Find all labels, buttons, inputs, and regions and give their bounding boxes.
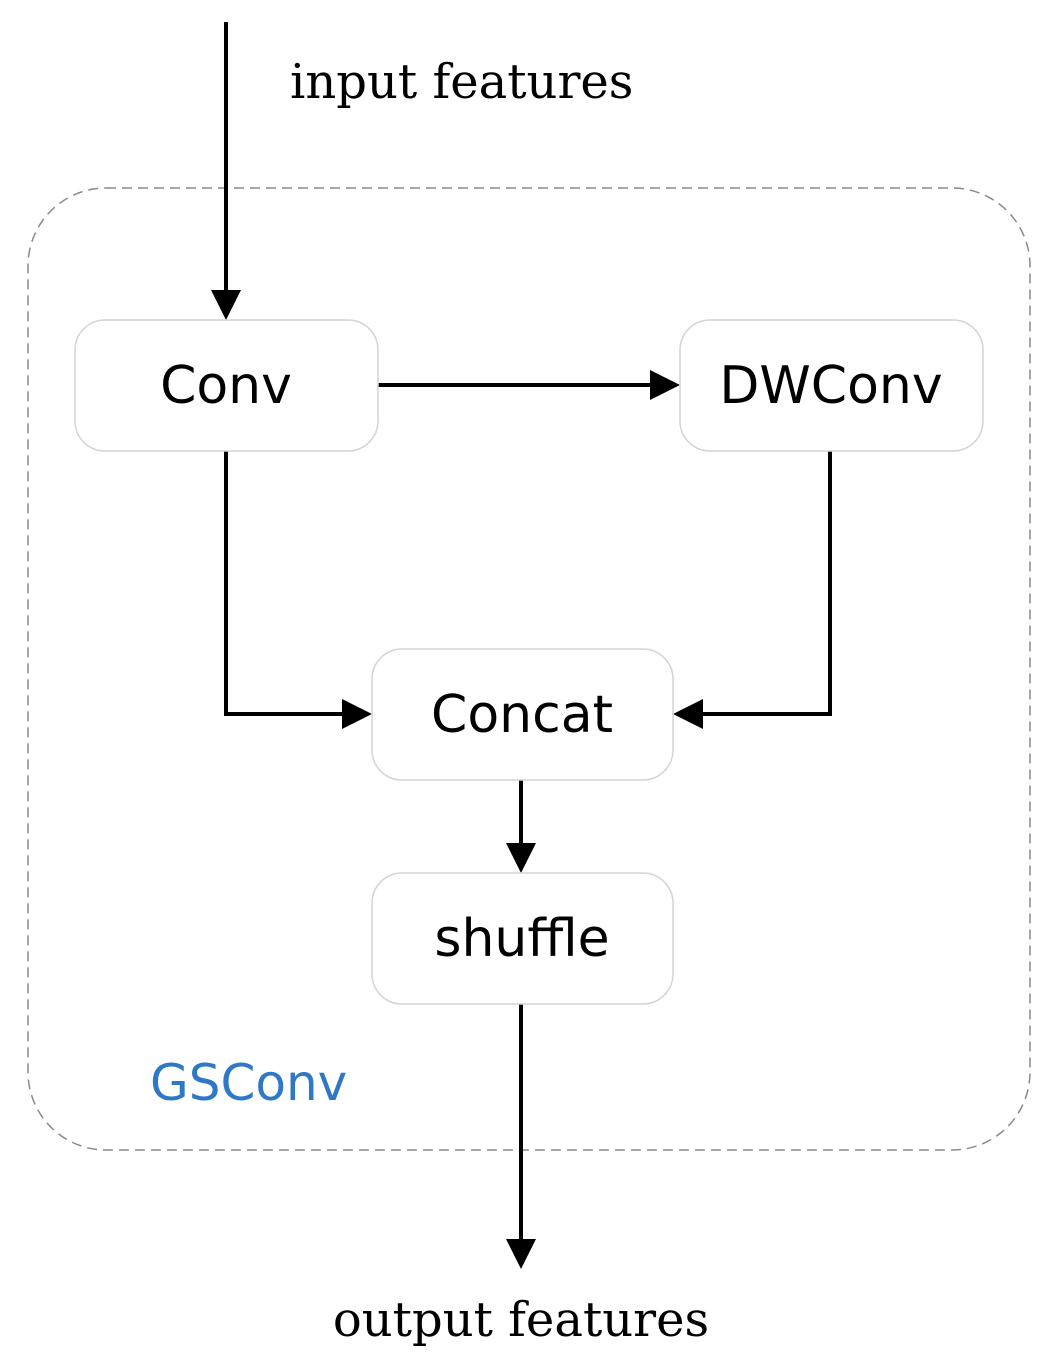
shuffle-node: shuffle (371, 872, 674, 1005)
conv-node: Conv (74, 319, 379, 452)
edge-conv-to-concat (224, 450, 372, 729)
dwconv-label: DWConv (719, 356, 942, 416)
gsconv-group-label: GSConv (150, 1054, 347, 1112)
edge-dwconv-to-concat (673, 450, 832, 729)
output-features-label: output features (333, 1292, 709, 1348)
dwconv-node: DWConv (679, 319, 984, 452)
edge-concat-to-shuffle (506, 780, 536, 873)
conv-label: Conv (160, 356, 292, 416)
input-features-label: input features (290, 54, 633, 110)
gsconv-group-boundary (27, 187, 1031, 1151)
concat-label: Concat (431, 685, 613, 745)
edge-shuffle-to-output (506, 1004, 536, 1269)
shuffle-label: shuffle (434, 909, 609, 969)
concat-node: Concat (371, 648, 674, 781)
edge-conv-to-dwconv (378, 370, 680, 400)
edge-input-to-conv (211, 22, 241, 320)
